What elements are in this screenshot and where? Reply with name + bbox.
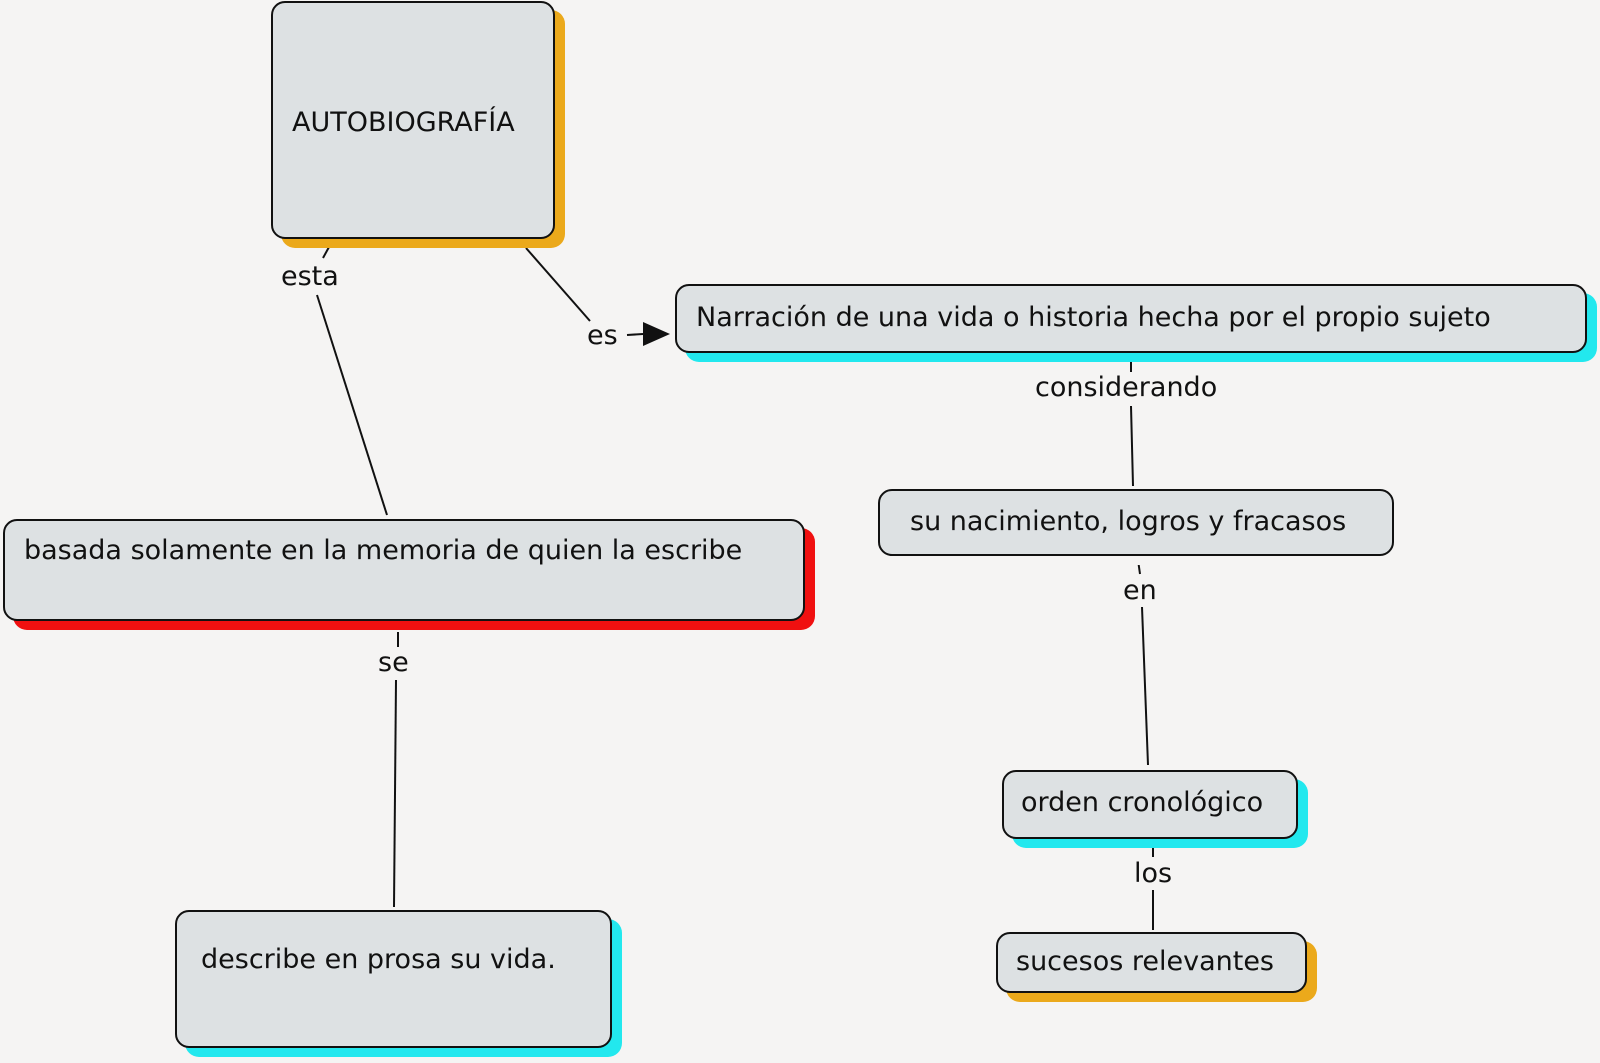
line-nacimiento-en bbox=[1137, 559, 1141, 575]
concept-autobiografia[interactable]: AUTOBIOGRAFÍA bbox=[271, 1, 555, 239]
link-label-esta: esta bbox=[279, 261, 341, 292]
line-considerando-nacimiento bbox=[1130, 405, 1134, 487]
arrowhead-icon bbox=[643, 322, 670, 346]
concept-orden[interactable]: orden cronológico bbox=[1002, 770, 1298, 839]
link-label-en: en bbox=[1121, 575, 1159, 606]
line-se-describe bbox=[393, 679, 397, 908]
line-autobiografia-es bbox=[525, 247, 591, 322]
concept-nacimiento-label: su nacimiento, logros y fracasos bbox=[910, 506, 1347, 537]
concept-autobiografia-label: AUTOBIOGRAFÍA bbox=[292, 107, 515, 138]
link-label-se: se bbox=[376, 647, 411, 678]
line-en-orden bbox=[1141, 606, 1149, 766]
concept-describe-label: describe en prosa su vida. bbox=[201, 944, 556, 975]
concept-narracion[interactable]: Narración de una vida o historia hecha p… bbox=[675, 284, 1587, 353]
concept-basada[interactable]: basada solamente en la memoria de quien … bbox=[3, 519, 805, 621]
concept-describe[interactable]: describe en prosa su vida. bbox=[175, 910, 612, 1048]
line-es-narracion bbox=[626, 333, 644, 336]
concept-sucesos-label: sucesos relevantes bbox=[1016, 946, 1275, 977]
concept-basada-label: basada solamente en la memoria de quien … bbox=[24, 535, 743, 566]
line-esta-basada bbox=[316, 294, 388, 516]
link-label-los: los bbox=[1132, 858, 1175, 889]
link-label-considerando: considerando bbox=[1033, 372, 1220, 403]
concept-narracion-label: Narración de una vida o historia hecha p… bbox=[696, 302, 1491, 333]
line-autobiografia-esta bbox=[322, 246, 330, 259]
concept-orden-label: orden cronológico bbox=[1021, 787, 1264, 818]
concept-sucesos[interactable]: sucesos relevantes bbox=[996, 932, 1307, 993]
link-label-es: es bbox=[585, 320, 620, 351]
concept-nacimiento[interactable]: su nacimiento, logros y fracasos bbox=[878, 489, 1394, 556]
